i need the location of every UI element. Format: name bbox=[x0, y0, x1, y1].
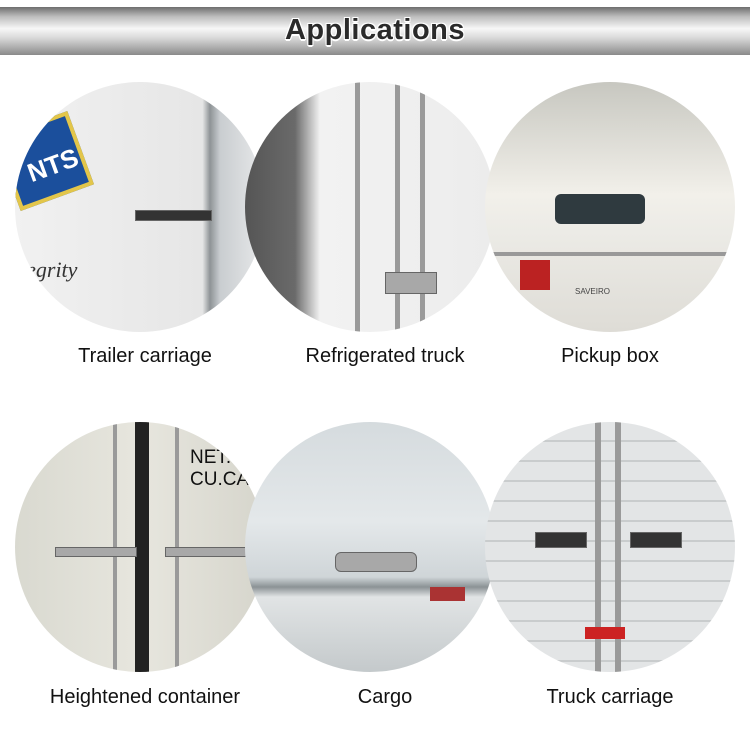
label-refrigerated-truck: Refrigerated truck bbox=[305, 345, 465, 367]
label-pickup-box: Pickup box bbox=[561, 345, 659, 367]
label-trailer-carriage: Trailer carriage bbox=[78, 345, 212, 367]
truck-carriage-photo bbox=[485, 422, 735, 672]
badge-text: SAVEIRO bbox=[575, 287, 610, 296]
logo-text: tegrity bbox=[20, 257, 78, 282]
trailer-carriage-photo: NTS tegrity bbox=[15, 82, 265, 332]
page-title: Applications bbox=[284, 14, 465, 46]
label-heightened-container: Heightened container bbox=[49, 686, 241, 708]
container-text: NET. CU.CAP. bbox=[190, 447, 265, 490]
label-truck-carriage: Truck carriage bbox=[546, 686, 674, 708]
refrigerated-truck-photo bbox=[245, 82, 495, 332]
header-banner: Applications bbox=[0, 7, 750, 55]
heightened-container-photo: NET. CU.CAP. bbox=[15, 422, 265, 672]
pickup-box-photo: SAVEIRO bbox=[485, 82, 735, 332]
label-cargo: Cargo bbox=[357, 686, 413, 708]
cargo-photo bbox=[245, 422, 495, 672]
